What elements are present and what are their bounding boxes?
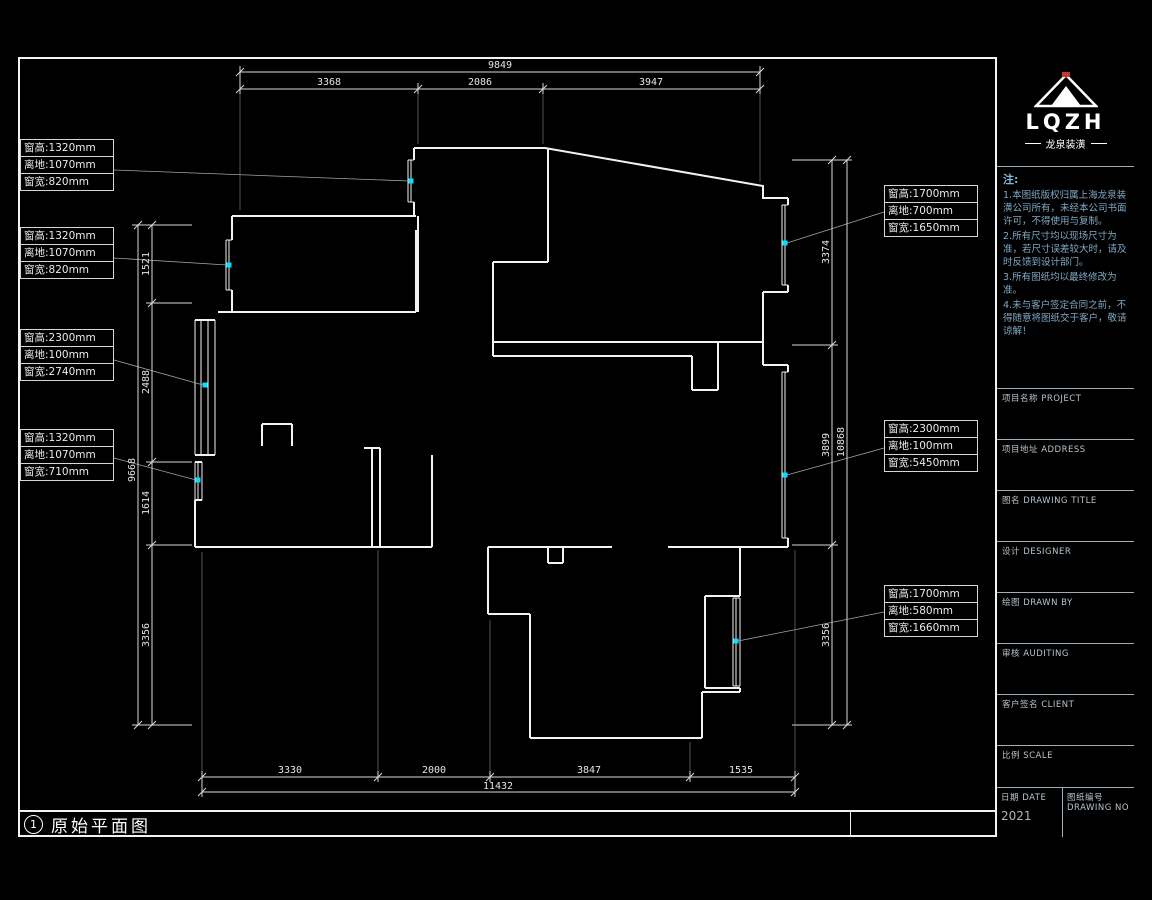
window-height: 窗高:1700mm <box>884 585 978 603</box>
field-label: 图纸编号 DRAWING NO <box>1067 793 1130 813</box>
notes-section: 注: 1.本图纸版权归属上海龙泉装潢公司所有，未经本公司书面许可，不得使用与复制… <box>997 167 1134 389</box>
field-label: 项目地址 ADDRESS <box>1002 445 1086 455</box>
date-value: 2021 <box>1001 809 1032 823</box>
window-spec-label: 窗高:1320mm 离地:1070mm 窗宽:820mm <box>20 227 114 279</box>
window-marker <box>195 477 201 483</box>
field-client: 客户签名 CLIENT <box>997 695 1134 746</box>
window-spec-label: 窗高:2300mm 离地:100mm 窗宽:5450mm <box>884 420 978 472</box>
note-line: 1.本图纸版权归属上海龙泉装潢公司所有，未经本公司书面许可，不得使用与复制。 <box>1003 190 1127 227</box>
field-project: 项目名称 PROJECT <box>997 389 1134 440</box>
dim-top-seg: 3947 <box>639 77 663 88</box>
window-sill: 离地:700mm <box>884 202 978 220</box>
field-label: 比例 SCALE <box>1002 751 1053 761</box>
note-line: 3.所有图纸均以最终修改为准。 <box>1003 272 1117 296</box>
dim-left-seg: 1521 <box>141 252 152 276</box>
drawing-title: 原始平面图 <box>51 817 151 837</box>
dim-left-total: 9668 <box>127 458 138 482</box>
title-block-bottom-row: 日期 DATE 2021 图纸编号 DRAWING NO <box>997 788 1134 837</box>
dim-bottom-total: 11432 <box>483 781 513 792</box>
logo-text: LQZH <box>1025 110 1106 134</box>
logo-roof-icon <box>1033 72 1098 108</box>
dimension-labels: 9849 3368 2086 3947 3330 2000 3847 1535 … <box>127 60 847 792</box>
company-logo: LQZH 龙泉装潢 <box>997 57 1134 167</box>
window-height: 窗高:2300mm <box>20 329 114 347</box>
dim-bottom-seg: 3847 <box>577 765 601 776</box>
window-width: 窗宽:820mm <box>20 261 114 279</box>
window-height: 窗高:1320mm <box>20 227 114 245</box>
window-spec-label: 窗高:1700mm 离地:700mm 窗宽:1650mm <box>884 185 978 237</box>
dim-right-seg: 3899 <box>821 433 832 457</box>
logo-company-name: 龙泉装潢 <box>1025 136 1107 151</box>
field-scale: 比例 SCALE <box>997 746 1134 788</box>
window-width: 窗宽:1650mm <box>884 219 978 237</box>
window-sill: 离地:1070mm <box>20 446 114 464</box>
dim-top-total: 9849 <box>488 60 512 71</box>
field-designer: 设计 DESIGNER <box>997 542 1134 593</box>
drawing-index-badge: 1 <box>24 815 43 834</box>
window-marker <box>782 240 788 246</box>
floor-plan-walls <box>194 147 789 739</box>
witness-lines <box>201 94 796 771</box>
note-line: 2.所有尺寸均以现场尺寸为准，若尺寸误差较大时，请及时反馈到设计部门。 <box>1003 231 1127 268</box>
window-width: 窗宽:5450mm <box>884 454 978 472</box>
dim-left-seg: 1614 <box>141 491 152 515</box>
field-drawing-title: 图名 DRAWING TITLE <box>997 491 1134 542</box>
window-markers <box>195 178 788 644</box>
window-spec-label: 窗高:2300mm 离地:100mm 窗宽:2740mm <box>20 329 114 381</box>
dim-right-seg: 3374 <box>821 240 832 264</box>
notes-heading: 注: <box>1003 173 1019 186</box>
title-bar-divider <box>850 812 851 837</box>
window-height: 窗高:2300mm <box>884 420 978 438</box>
field-label: 绘图 DRAWN BY <box>1002 598 1073 608</box>
dim-top-seg: 2086 <box>468 77 492 88</box>
field-label: 图名 DRAWING TITLE <box>1002 496 1097 506</box>
window-sill: 离地:1070mm <box>20 156 114 174</box>
field-drawing-no: 图纸编号 DRAWING NO <box>1063 788 1134 837</box>
window-spec-label: 窗高:1320mm 离地:1070mm 窗宽:710mm <box>20 429 114 481</box>
drawing-title-bar: 1 原始平面图 <box>18 810 995 837</box>
field-label: 审核 AUDITING <box>1002 649 1069 659</box>
dimension-lines <box>132 66 852 797</box>
field-label: 日期 DATE <box>1001 793 1047 803</box>
window-spec-label: 窗高:1320mm 离地:1070mm 窗宽:820mm <box>20 139 114 191</box>
field-label: 客户签名 CLIENT <box>1002 700 1075 710</box>
window-height: 窗高:1700mm <box>884 185 978 203</box>
field-auditing: 审核 AUDITING <box>997 644 1134 695</box>
window-width: 窗宽:820mm <box>20 173 114 191</box>
dim-bottom-seg: 3330 <box>278 765 302 776</box>
field-drawn-by: 绘图 DRAWN BY <box>997 593 1134 644</box>
dim-top-seg: 3368 <box>317 77 341 88</box>
field-address: 项目地址 ADDRESS <box>997 440 1134 491</box>
window-width: 窗宽:2740mm <box>20 363 114 381</box>
window-height: 窗高:1320mm <box>20 429 114 447</box>
window-marker <box>408 178 414 184</box>
window-symbols <box>194 159 788 687</box>
field-label: 项目名称 PROJECT <box>1002 394 1082 404</box>
dim-right-total: 10868 <box>836 427 847 457</box>
window-marker <box>202 382 208 388</box>
leader-lines <box>113 169 885 642</box>
window-sill: 离地:1070mm <box>20 244 114 262</box>
window-spec-label: 窗高:1700mm 离地:580mm 窗宽:1660mm <box>884 585 978 637</box>
field-date: 日期 DATE 2021 <box>997 788 1063 837</box>
dim-left-seg: 3356 <box>141 623 152 647</box>
window-sill: 离地:100mm <box>20 346 114 364</box>
window-height: 窗高:1320mm <box>20 139 114 157</box>
title-block: LQZH 龙泉装潢 注: 1.本图纸版权归属上海龙泉装潢公司所有，未经本公司书面… <box>995 57 1134 837</box>
dim-left-seg: 2488 <box>141 370 152 394</box>
window-sill: 离地:100mm <box>884 437 978 455</box>
window-width: 窗宽:1660mm <box>884 619 978 637</box>
window-width: 窗宽:710mm <box>20 463 114 481</box>
dim-bottom-seg: 1535 <box>729 765 753 776</box>
window-sill: 离地:580mm <box>884 602 978 620</box>
window-marker <box>226 262 232 268</box>
note-line: 4.未与客户签定合同之前，不得随意将图纸交于客户，敬请谅解！ <box>1003 300 1127 337</box>
field-label: 设计 DESIGNER <box>1002 547 1072 557</box>
window-marker <box>782 472 788 478</box>
dim-bottom-seg: 2000 <box>422 765 446 776</box>
window-marker <box>733 638 739 644</box>
dim-right-seg: 3356 <box>821 623 832 647</box>
